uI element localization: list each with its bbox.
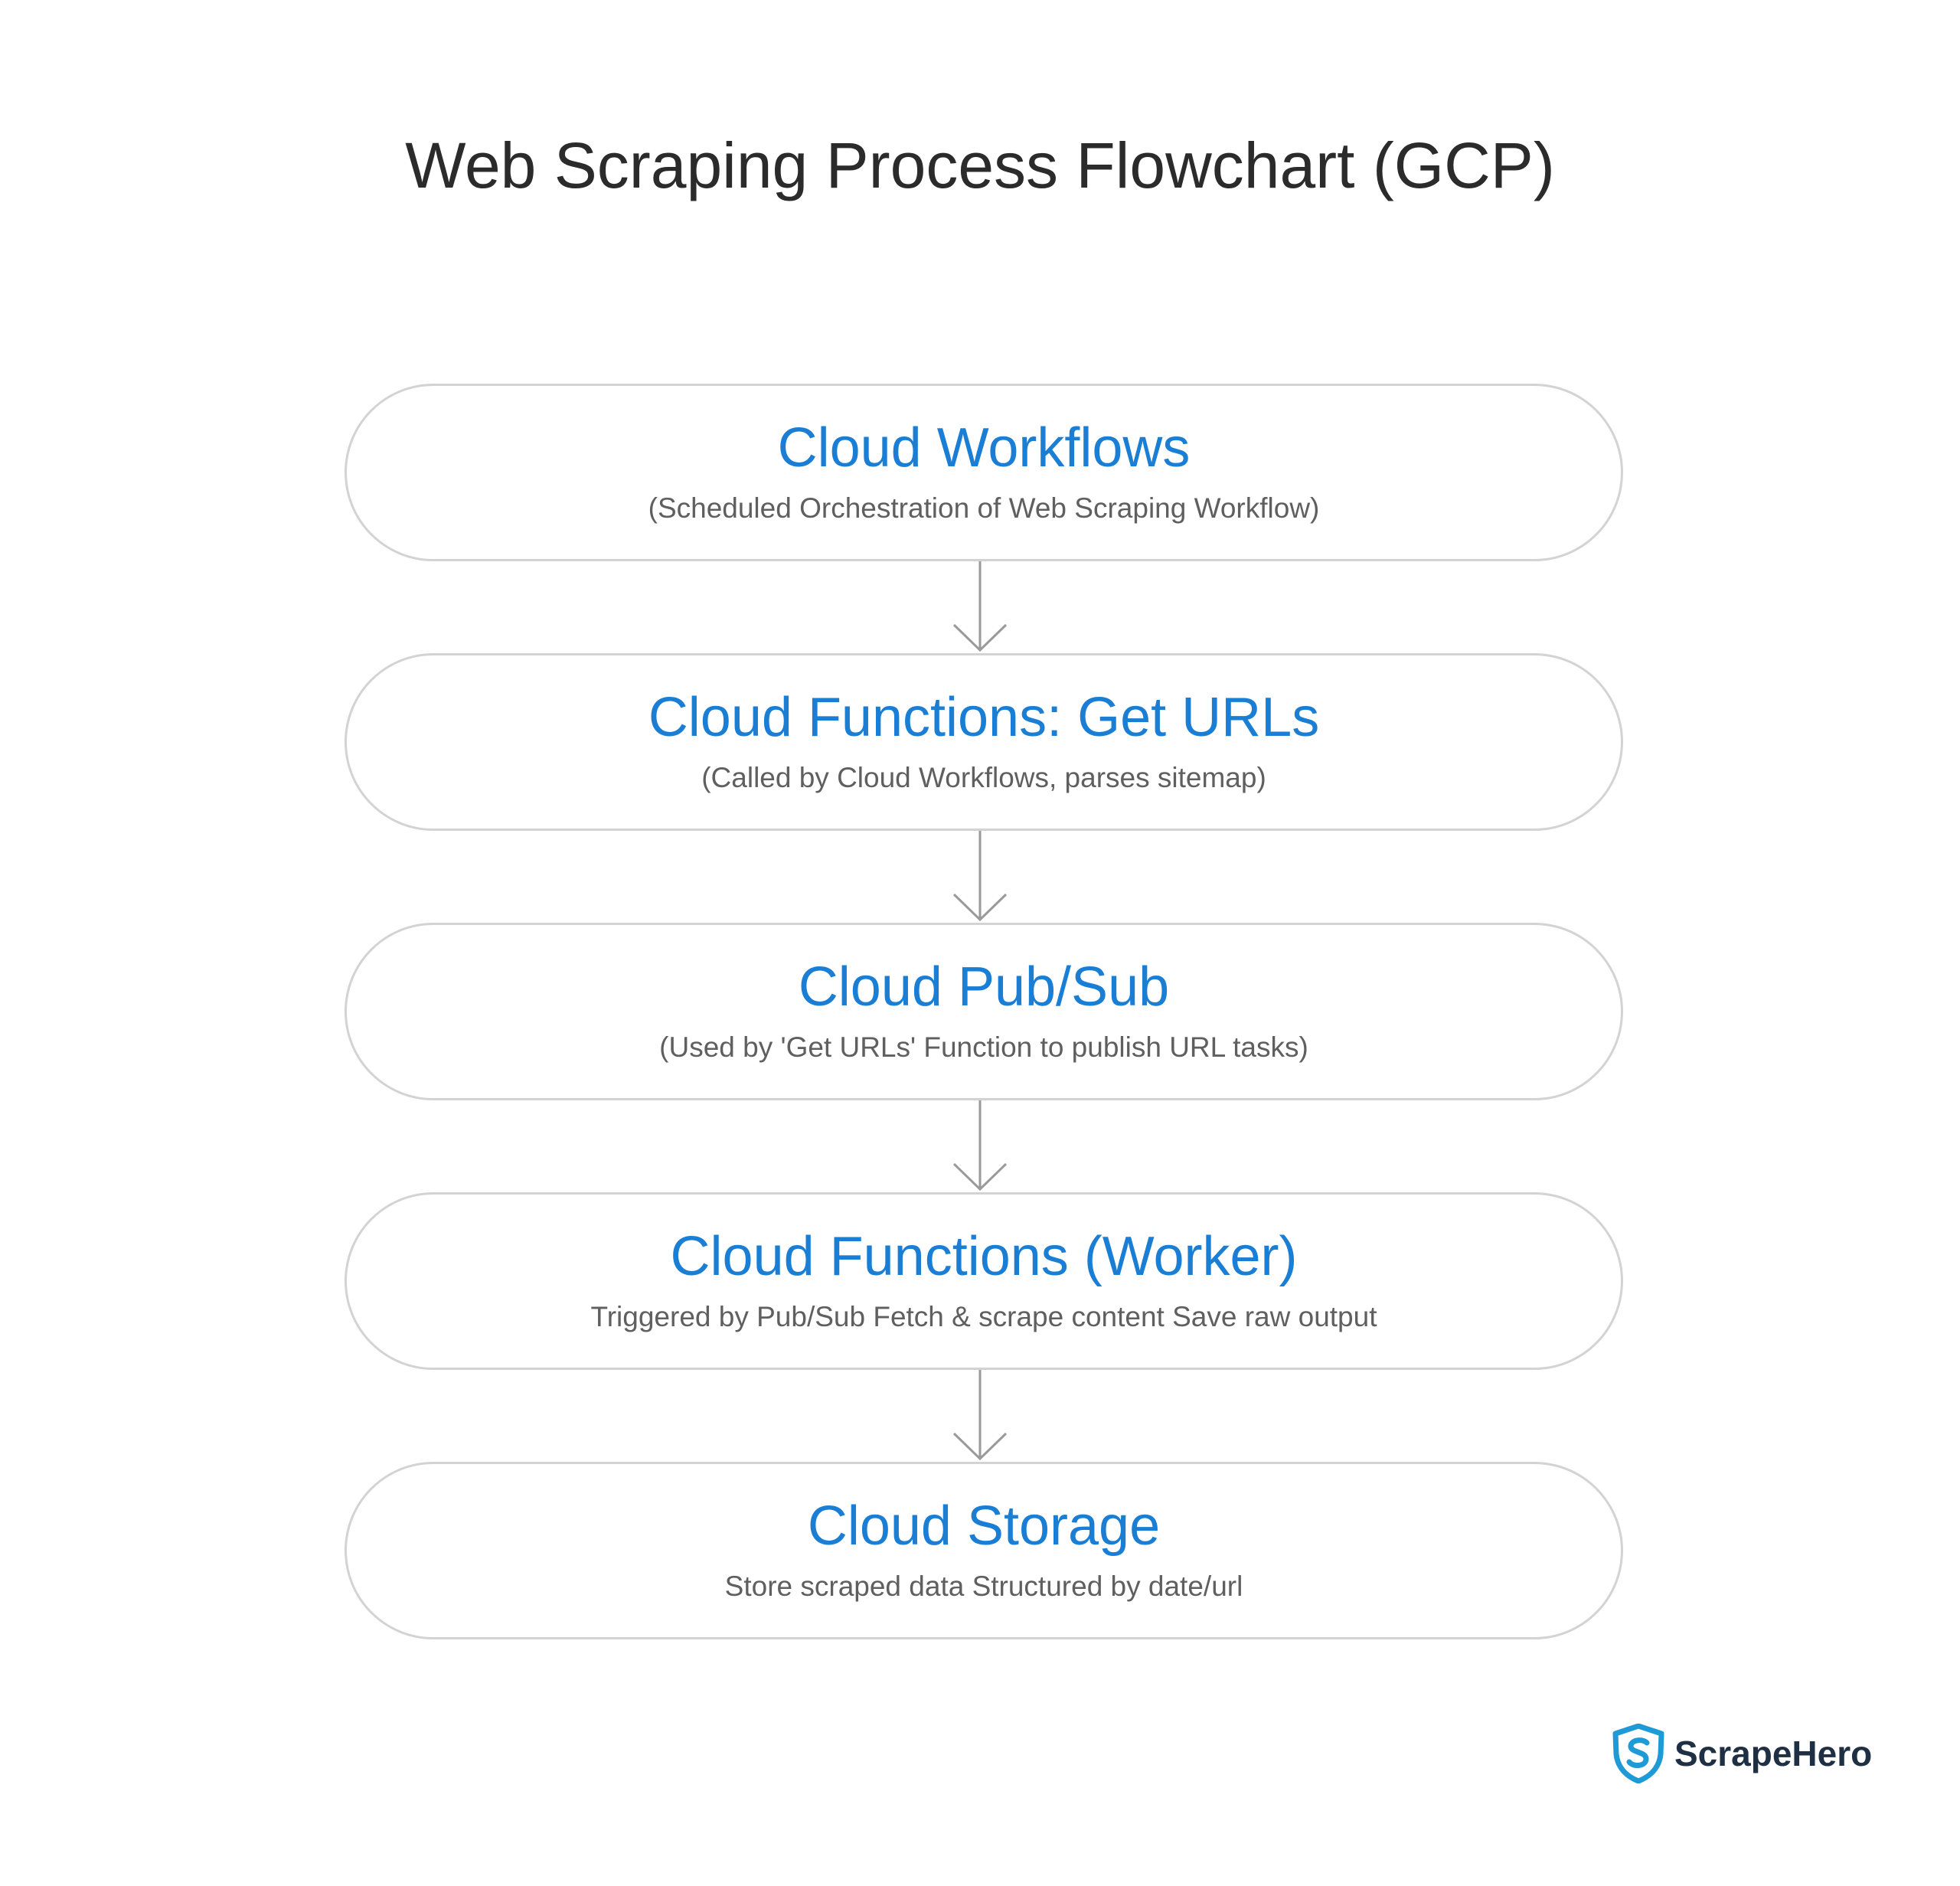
step-cloud-functions-get-urls: Cloud Functions: Get URLs (Called by Clo… [345, 653, 1623, 831]
shield-s-logo-icon [1612, 1723, 1665, 1784]
scrapehero-logo: ScrapeHero [1612, 1723, 1872, 1784]
connector-4 [952, 1370, 1008, 1461]
connector-1 [952, 561, 1008, 652]
step-cloud-workflows: Cloud Workflows (Scheduled Orchestration… [345, 384, 1623, 561]
step-subtitle: (Called by Cloud Workflows, parses sitem… [701, 762, 1266, 793]
step-subtitle: (Used by 'Get URLs' Function to publish … [659, 1031, 1308, 1063]
step-subtitle: Triggered by Pub/Sub Fetch & scrape cont… [590, 1301, 1377, 1332]
step-subtitle: (Scheduled Orchestration of Web Scraping… [648, 492, 1320, 524]
step-title: Cloud Functions: Get URLs [648, 687, 1320, 748]
step-cloud-pubsub: Cloud Pub/Sub (Used by 'Get URLs' Functi… [345, 923, 1623, 1100]
step-cloud-storage: Cloud Storage Store scraped data Structu… [345, 1462, 1623, 1639]
connector-3 [952, 1100, 1008, 1191]
connector-2 [952, 831, 1008, 922]
diagram-title: Web Scraping Process Flowchart (GCP) [405, 129, 1555, 201]
step-subtitle: Store scraped data Structured by date/ur… [724, 1571, 1243, 1602]
step-cloud-functions-worker: Cloud Functions (Worker) Triggered by Pu… [345, 1192, 1623, 1370]
step-title: Cloud Storage [807, 1495, 1161, 1557]
brand-name: ScrapeHero [1674, 1734, 1873, 1773]
step-title: Cloud Pub/Sub [798, 956, 1170, 1018]
step-title: Cloud Functions (Worker) [670, 1226, 1298, 1287]
step-title: Cloud Workflows [777, 417, 1191, 479]
